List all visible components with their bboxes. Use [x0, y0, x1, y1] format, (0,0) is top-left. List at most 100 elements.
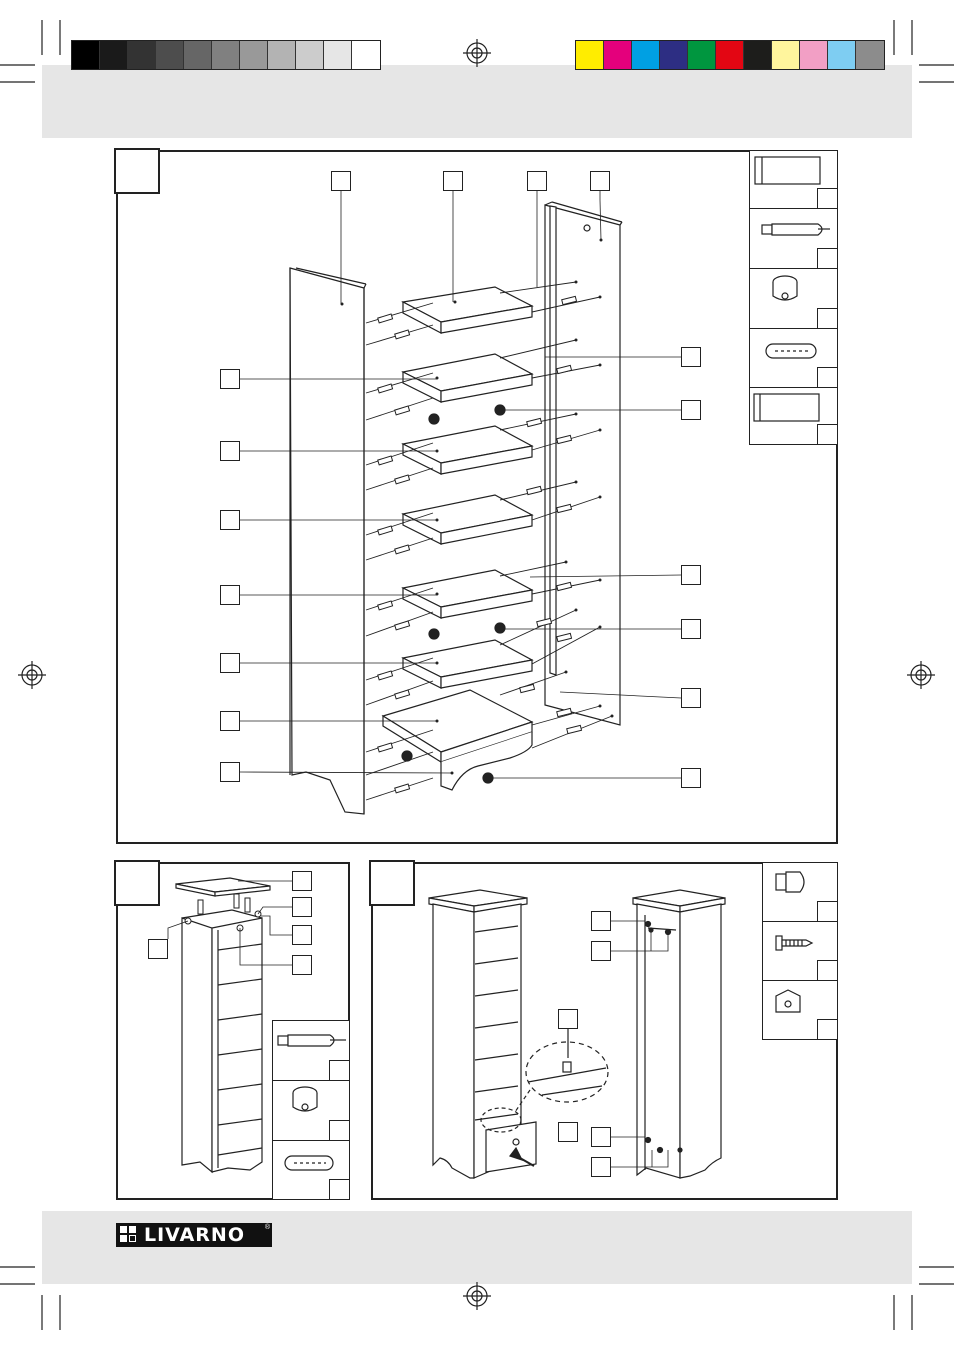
- calibration-swatch: [604, 41, 632, 69]
- part-tag: [817, 424, 837, 444]
- dowel-pin-icons: [377, 295, 583, 794]
- livarno-logo: LIVARNO ®: [116, 1223, 272, 1247]
- calibration-swatch: [772, 41, 800, 69]
- callout-box: [292, 897, 312, 917]
- cam-lock-nut-part-icon: [292, 1086, 318, 1112]
- part-tag: [817, 367, 837, 387]
- cam-lock-nut-part-icon: [772, 275, 798, 301]
- callout-box: [148, 939, 168, 959]
- callout-box: [681, 400, 701, 420]
- callout-box: [220, 711, 240, 731]
- callout-box: [220, 762, 240, 782]
- callout-box: [681, 347, 701, 367]
- calibration-swatch: [184, 41, 212, 69]
- grayscale-calibration-bar: [71, 40, 381, 70]
- side-panel-part-icon: [754, 156, 821, 185]
- crop-marks: [0, 20, 954, 1330]
- callout-box: [681, 619, 701, 639]
- callout-box: [443, 171, 463, 191]
- callout-box: [681, 768, 701, 788]
- callout-box: [681, 565, 701, 585]
- leader-lines-2: [167, 880, 292, 966]
- calibration-swatch: [856, 41, 884, 69]
- step-box-2: [114, 860, 160, 906]
- callout-box: [220, 585, 240, 605]
- calibration-swatch: [268, 41, 296, 69]
- registered-mark: ®: [264, 1224, 270, 1231]
- callout-box: [590, 171, 610, 191]
- callout-box: [591, 911, 611, 931]
- cabinet-rear-view: [632, 889, 726, 1179]
- step-box-3: [369, 860, 415, 906]
- part-cell-cam-bolt-2: [272, 1020, 350, 1081]
- part-tag: [329, 1060, 349, 1080]
- part-tag: [817, 1019, 837, 1039]
- part-cell-cam-bolt: [749, 208, 838, 269]
- calibration-swatch: [100, 41, 128, 69]
- calibration-swatch: [744, 41, 772, 69]
- logo-mark-icon: [120, 1226, 138, 1244]
- calibration-swatch: [212, 41, 240, 69]
- shelf-board-part-icon: [753, 393, 820, 422]
- shelf-boards: [381, 286, 534, 791]
- part-tag: [817, 960, 837, 980]
- callout-box: [591, 941, 611, 961]
- calibration-swatch: [800, 41, 828, 69]
- part-tag: [817, 248, 837, 268]
- knob-detail-callout: [480, 1029, 609, 1133]
- screw-part-icon: [775, 935, 814, 951]
- calibration-swatch: [716, 41, 744, 69]
- callout-box: [591, 1157, 611, 1177]
- part-tag: [329, 1120, 349, 1140]
- callout-box: [591, 1127, 611, 1147]
- insert-arrow: [509, 1146, 535, 1167]
- callout-box: [558, 1009, 578, 1029]
- step-box-1: [114, 148, 160, 194]
- wall-bracket-part-icon: [775, 989, 801, 1013]
- callout-box: [220, 441, 240, 461]
- calibration-swatch: [156, 41, 184, 69]
- calibration-swatch: [688, 41, 716, 69]
- callout-box: [292, 925, 312, 945]
- callout-box: [292, 955, 312, 975]
- callout-box: [527, 171, 547, 191]
- calibration-swatch: [352, 41, 380, 69]
- callout-box: [220, 510, 240, 530]
- callout-box: [681, 688, 701, 708]
- leader-lines-3: [611, 920, 669, 1168]
- calibration-swatch: [828, 41, 856, 69]
- right-side-panel: [544, 201, 623, 726]
- calibration-swatch: [576, 41, 604, 69]
- callout-box: [220, 653, 240, 673]
- cabinet-body-2: [181, 909, 263, 1174]
- calibration-swatch: [72, 41, 100, 69]
- calibration-swatch: [660, 41, 688, 69]
- cam-bolt-part-icon: [277, 1034, 346, 1047]
- calibration-swatch: [296, 41, 324, 69]
- part-tag: [817, 901, 837, 921]
- calibration-swatch: [240, 41, 268, 69]
- part-tag: [817, 188, 837, 208]
- calibration-swatch: [128, 41, 156, 69]
- callout-box: [331, 171, 351, 191]
- callout-box: [292, 871, 312, 891]
- header-band: [42, 65, 912, 138]
- callout-box: [220, 369, 240, 389]
- wooden-dowel-part-icon: [284, 1155, 334, 1171]
- callout-box: [558, 1122, 578, 1142]
- calibration-swatch: [632, 41, 660, 69]
- cabinet-front-view: [428, 889, 537, 1179]
- drawer-knob-part-icon: [775, 871, 805, 893]
- cam-bolt-part-icon: [761, 223, 830, 236]
- process-color-calibration-bar: [575, 40, 885, 70]
- left-side-panel: [289, 267, 367, 815]
- registration-mark-icon: [18, 39, 935, 1310]
- part-tag: [817, 308, 837, 328]
- top-board: [175, 877, 271, 897]
- leader-lines: [239, 191, 682, 779]
- logo-wordmark: LIVARNO: [144, 1224, 245, 1246]
- calibration-swatch: [324, 41, 352, 69]
- part-cell-screw: [762, 921, 838, 981]
- dot-markers: [340, 238, 614, 775]
